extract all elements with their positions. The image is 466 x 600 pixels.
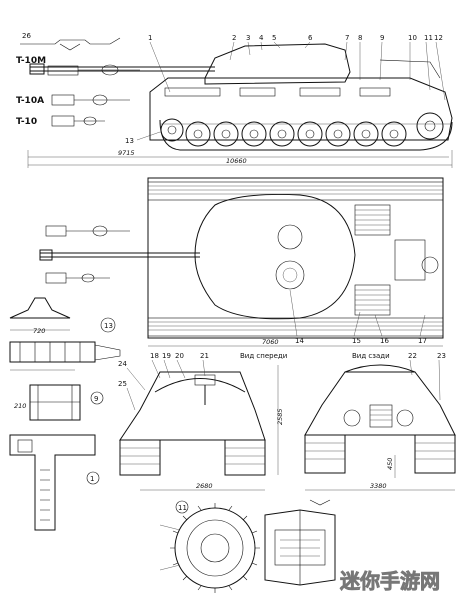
rear-track-right <box>414 434 456 474</box>
side-view: 9715 10660 <box>27 43 453 168</box>
track-link-detail: 720 13 <box>9 297 121 371</box>
callout-21: 21 <box>200 352 209 360</box>
callout-12: 12 <box>434 34 443 42</box>
callout-23: 23 <box>437 352 446 360</box>
callout-20: 20 <box>175 352 184 360</box>
dim-track-link: 720 <box>33 327 45 335</box>
callout-17: 17 <box>418 337 427 345</box>
callout-26: 26 <box>22 32 31 40</box>
callout-5: 5 <box>272 34 276 42</box>
callout-15: 15 <box>352 337 361 345</box>
callout-2: 2 <box>232 34 236 42</box>
rear-hull <box>304 371 456 436</box>
side-muzzle-brake <box>29 63 45 75</box>
callout-9-detail: 9 <box>94 395 98 403</box>
top-turret <box>194 193 356 320</box>
mg-mount <box>20 37 121 45</box>
callout-6: 6 <box>308 34 313 42</box>
suspension-detail: 1 <box>9 434 100 531</box>
callout-18: 18 <box>150 352 159 360</box>
dim-length-total: 10660 <box>226 157 247 165</box>
front-hull <box>119 371 266 441</box>
dim-length-hull: 9715 <box>118 149 135 157</box>
side-road-wheels <box>160 112 444 147</box>
callout-16: 16 <box>380 337 389 345</box>
final-drive-section <box>264 499 336 586</box>
road-wheel-section: 210 9 <box>14 384 104 421</box>
front-turret <box>154 378 246 393</box>
svg-text:13: 13 <box>104 322 113 330</box>
top-hull <box>147 177 444 339</box>
watermark-text: 迷你手游网 <box>339 569 440 593</box>
callout-8: 8 <box>358 34 362 42</box>
front-track-left <box>119 439 161 476</box>
callout-circle-13 <box>100 317 116 333</box>
callout-11: 11 <box>424 34 433 42</box>
variant-label-m: T-10M <box>16 56 46 66</box>
callout-4: 4 <box>259 34 264 42</box>
callout-10: 10 <box>408 34 417 42</box>
dim-front-width: 2680 <box>196 482 213 490</box>
dim-ground-clearance: 450 <box>386 458 394 470</box>
rear-view-title: Вид сзади <box>352 352 390 360</box>
sprocket-detail: 11 <box>159 500 260 593</box>
top-engine-grilles <box>354 204 439 316</box>
top-hatch-loader <box>275 260 305 290</box>
callout-14: 14 <box>295 337 304 345</box>
callout-7: 7 <box>345 34 349 42</box>
rear-view: Вид сзади 3380 450 22 23 <box>304 352 456 491</box>
dim-rear-width: 3380 <box>370 482 387 490</box>
dim-link-height: 210 <box>14 402 26 410</box>
callout-13: 13 <box>125 137 134 145</box>
callout-19: 19 <box>162 352 171 360</box>
front-view: Вид спереди 2680 2585 18 19 20 21 24 25 <box>118 352 287 491</box>
top-track-upper <box>147 181 444 201</box>
variant-label-base: T-10 <box>16 117 37 127</box>
callout-1: 1 <box>148 34 152 42</box>
callout-24: 24 <box>118 360 127 368</box>
rear-track-left <box>304 434 346 474</box>
callout-11-detail: 11 <box>178 504 187 512</box>
gun-variants: 26 T-10M T-10A T-10 <box>16 32 140 127</box>
side-callouts: 1 2 3 4 5 6 7 8 9 10 11 12 13 <box>125 34 446 145</box>
side-hull <box>149 77 453 141</box>
callout-22: 22 <box>408 352 417 360</box>
top-gun-variants <box>45 225 130 284</box>
callout-3: 3 <box>246 34 250 42</box>
side-track <box>159 119 453 151</box>
variant-label-a: T-10A <box>16 96 44 106</box>
front-view-title: Вид спереди <box>240 352 287 360</box>
side-turret <box>204 43 351 85</box>
dim-top-length: 7060 <box>262 338 279 346</box>
callout-1-detail: 1 <box>90 475 94 483</box>
top-view: 7060 14 15 16 17 <box>39 177 444 347</box>
callout-25: 25 <box>118 380 127 388</box>
top-hatch-commander <box>277 224 303 250</box>
front-track-right <box>224 439 266 476</box>
dim-height: 2585 <box>276 408 284 425</box>
callout-9: 9 <box>380 34 384 42</box>
